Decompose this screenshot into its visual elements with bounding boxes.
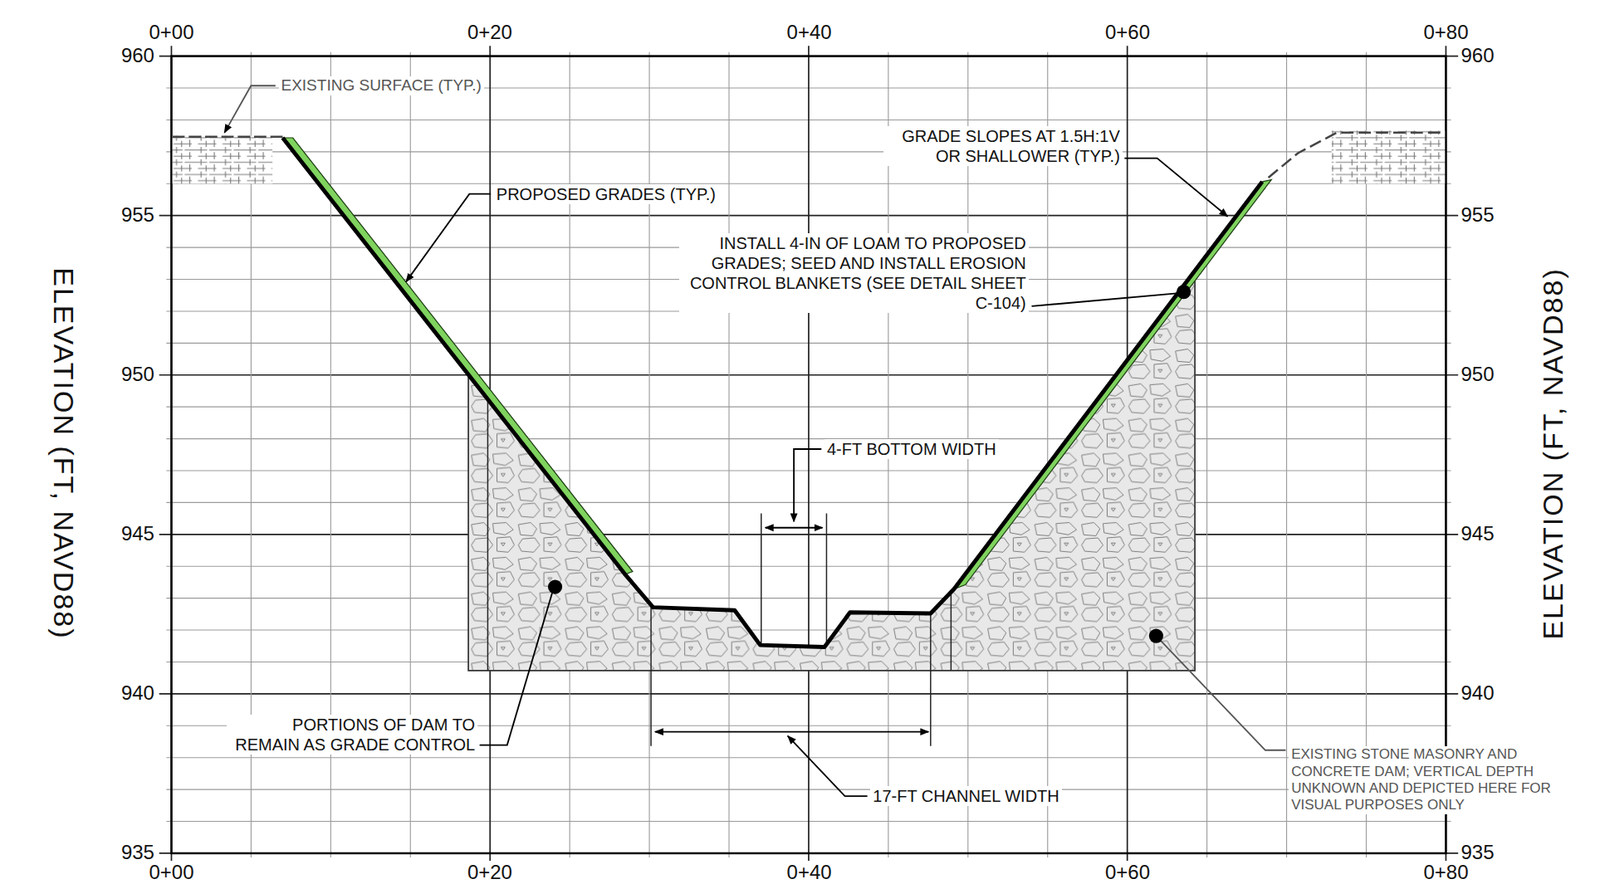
callout-note: INSTALL 4-IN OF LOAM TO PROPOSED GRADES;… — [679, 233, 1029, 314]
grid — [1206, 52, 1208, 858]
station-label: 0+40 — [784, 20, 835, 45]
leader-lines — [224, 85, 275, 133]
grid — [649, 52, 651, 858]
callout-dot — [1149, 628, 1164, 643]
station-label: 0+40 — [784, 861, 835, 886]
axis-title: ELEVATION (FT, NAVD88) — [1536, 265, 1571, 643]
station-label: 0+80 — [1420, 861, 1471, 886]
callout-dot — [548, 284, 1191, 644]
elevation-label: 950 — [118, 362, 157, 387]
elevation-label: 935 — [1458, 841, 1498, 866]
elevation-label: 955 — [1458, 203, 1498, 228]
callout-note: PROPOSED GRADES (TYP.) — [494, 184, 719, 205]
existing-surface — [1331, 130, 1445, 184]
elevation-label: 935 — [118, 841, 157, 866]
callout-dot — [548, 579, 563, 594]
elevation-label: 960 — [1458, 44, 1498, 69]
grid — [1047, 52, 1048, 858]
dimension-lines — [793, 449, 822, 522]
grid — [807, 45, 810, 864]
axis-title: ELEVATION (FT, NAVD88) — [46, 265, 81, 643]
station-label: 0+00 — [146, 861, 196, 886]
station-label: 0+60 — [1102, 20, 1153, 45]
dimension-lines — [787, 736, 868, 798]
dimension-lines — [655, 731, 929, 734]
station-label: 0+00 — [146, 20, 196, 45]
grid — [159, 45, 1459, 864]
dam — [650, 513, 931, 746]
existing-surface — [1268, 132, 1446, 178]
dimension-label: 4-FT BOTTOM WIDTH — [824, 439, 999, 460]
grid — [728, 52, 730, 858]
grid — [171, 56, 1446, 854]
elevation-label: 945 — [1458, 522, 1498, 547]
existing-surface — [172, 136, 286, 138]
leader-lines — [406, 194, 491, 283]
existing-surface — [172, 136, 273, 185]
station-label: 0+20 — [464, 20, 515, 45]
callout-dot — [1176, 284, 1191, 299]
elevation-label: 950 — [1458, 362, 1498, 387]
leader-lines — [1124, 158, 1228, 217]
callout-note: GRADE SLOPES AT 1.5H:1V OR SHALLOWER (TY… — [883, 126, 1123, 167]
elevation-label: 940 — [118, 681, 157, 706]
dimension-label: 17-FT CHANNEL WIDTH — [870, 786, 1062, 807]
existing-surface — [172, 130, 1446, 184]
station-label: 0+20 — [464, 861, 515, 886]
elevation-label: 940 — [1458, 681, 1498, 706]
grid — [569, 52, 571, 858]
dimension-lines — [765, 527, 823, 529]
callout-note: EXISTING SURFACE (TYP.) — [278, 76, 485, 96]
proposed-grade — [282, 137, 1263, 648]
dam — [468, 270, 1195, 671]
station-label: 0+60 — [1102, 861, 1153, 886]
dimension-lines — [655, 449, 929, 797]
proposed-grade — [282, 137, 1272, 648]
station-label: 0+80 — [1420, 20, 1471, 45]
grid — [1286, 52, 1287, 858]
leader-lines — [1158, 638, 1287, 751]
elevation-label: 945 — [118, 522, 157, 547]
leader-lines — [224, 85, 1286, 750]
leader-lines — [1031, 293, 1182, 307]
leader-lines — [479, 590, 553, 746]
callout-note: PORTIONS OF DAM TO REMAIN AS GRADE CONTR… — [226, 714, 478, 755]
callout-note: EXISTING STONE MASONRY AND CONCRETE DAM;… — [1288, 746, 1589, 815]
elevation-label: 955 — [118, 203, 157, 228]
elevation-label: 960 — [118, 44, 157, 69]
